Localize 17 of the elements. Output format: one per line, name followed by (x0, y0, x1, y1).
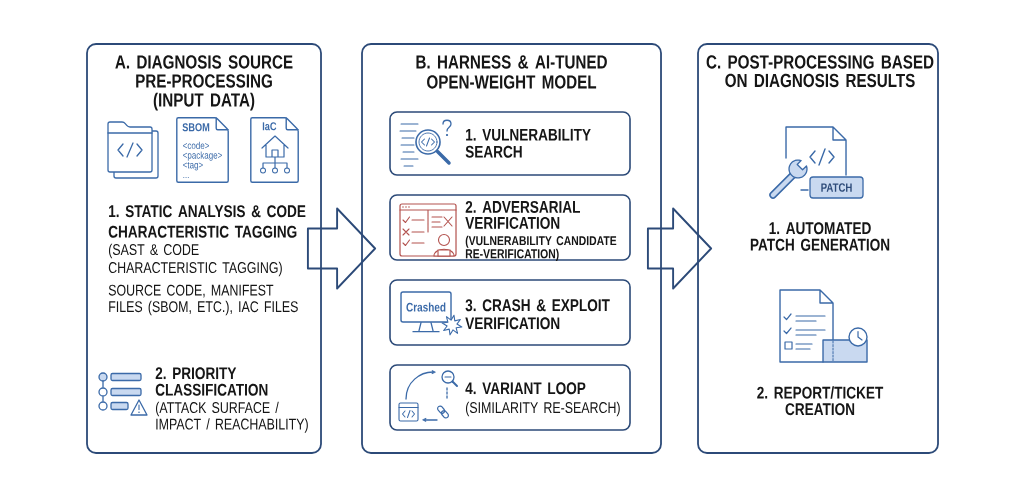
step-box: 4. VARIANT LOOP (SIMILARITY RE-SEARCH) (389, 364, 631, 431)
step-title: 1. AUTOMATED PATCH GENERATION (750, 222, 890, 251)
monitor-screen: Crashed (400, 291, 452, 333)
step-title: 1. STATIC ANALYSIS & CODE CHARACTERISTIC TAGGING (108, 205, 306, 238)
step-subtitle: (SAST & CODE CHARACTERISTIC TAGGING) (108, 243, 282, 277)
step-note: SOURCE CODE, MANIFEST FILES (SBOM, ETC.), IAC FILES (108, 284, 298, 316)
section-heading: A. DIAGNOSIS SOURCE PRE-PROCESSING (INPUT DATA) (115, 55, 293, 111)
step-title: 2. PRIORITY CLASSIFICATION (155, 367, 268, 396)
block-arrow (306, 207, 377, 290)
section-heading: C. POST-PROCESSING BASED ON DIAGNOSIS RESULTS (706, 55, 934, 88)
section-heading: B. HARNESS & AI-TUNED OPEN-WEIGHT MODEL (416, 55, 607, 89)
step-title: 2. REPORT/TICKET CREATION (757, 386, 884, 416)
step-box: 2. ADVERSARIAL VERIFICATION (VULNERABILITY CANDIDATE RE-VERIFICATION) (389, 194, 631, 261)
step-subtitle: (ATTACK SURFACE / IMPACT / REACHABILITY) (155, 401, 308, 433)
step-box: 1. VULNERABILITY SEARCH (389, 111, 631, 176)
block-arrow (646, 207, 713, 290)
patch-badge: PATCH (809, 176, 864, 199)
